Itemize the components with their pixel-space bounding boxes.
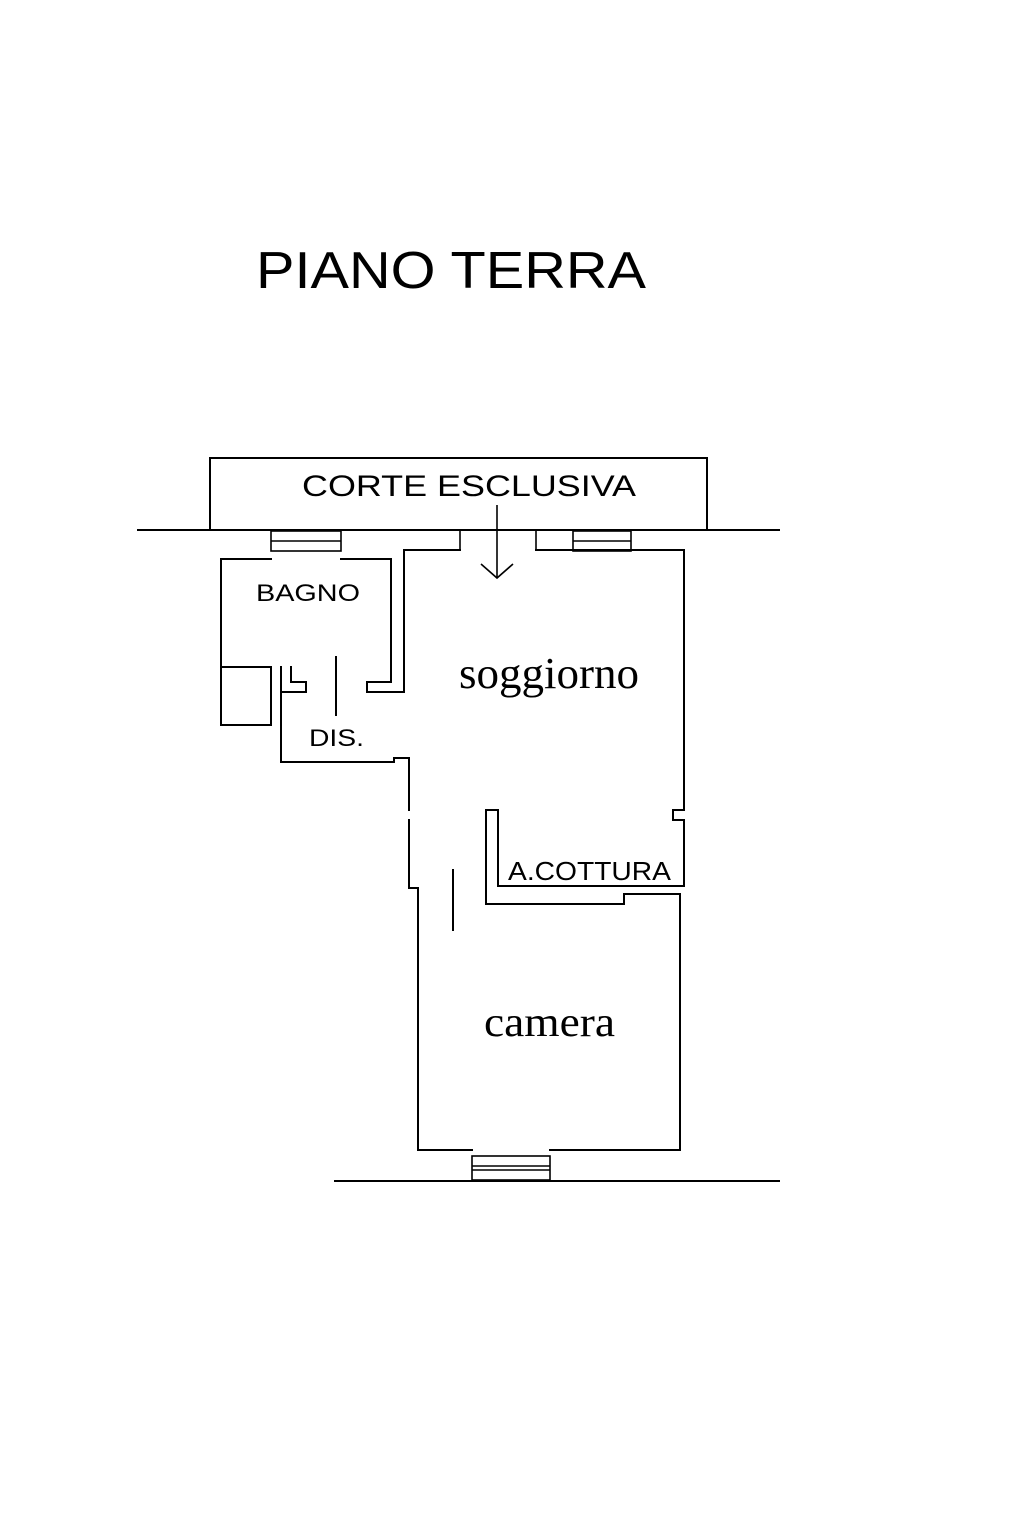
room-bagno: BAGNO <box>220 549 461 726</box>
room-soggiorno: soggiorno <box>459 549 685 887</box>
dis-label: DIS. <box>309 725 364 752</box>
entrance-arrow-icon <box>480 505 514 580</box>
page-title: PIANO TERRA <box>256 242 646 300</box>
a-cottura-label: A.COTTURA <box>508 856 672 886</box>
window-soggiorno <box>572 530 632 552</box>
soggiorno-label: soggiorno <box>459 649 639 698</box>
camera-label: camera <box>484 1000 615 1046</box>
room-disimpegno: DIS. <box>280 656 410 811</box>
corridor-walls <box>408 819 454 1151</box>
courtyard: CORTE ESCLUSIVA <box>137 457 780 531</box>
room-angolo-cottura: A.COTTURA <box>485 809 681 905</box>
window-bagno <box>270 530 342 552</box>
bagno-label: BAGNO <box>256 580 360 607</box>
room-camera: camera <box>417 893 681 1151</box>
window-camera <box>471 1155 551 1181</box>
door-entrance <box>459 531 537 550</box>
courtyard-label: CORTE ESCLUSIVA <box>302 470 636 503</box>
